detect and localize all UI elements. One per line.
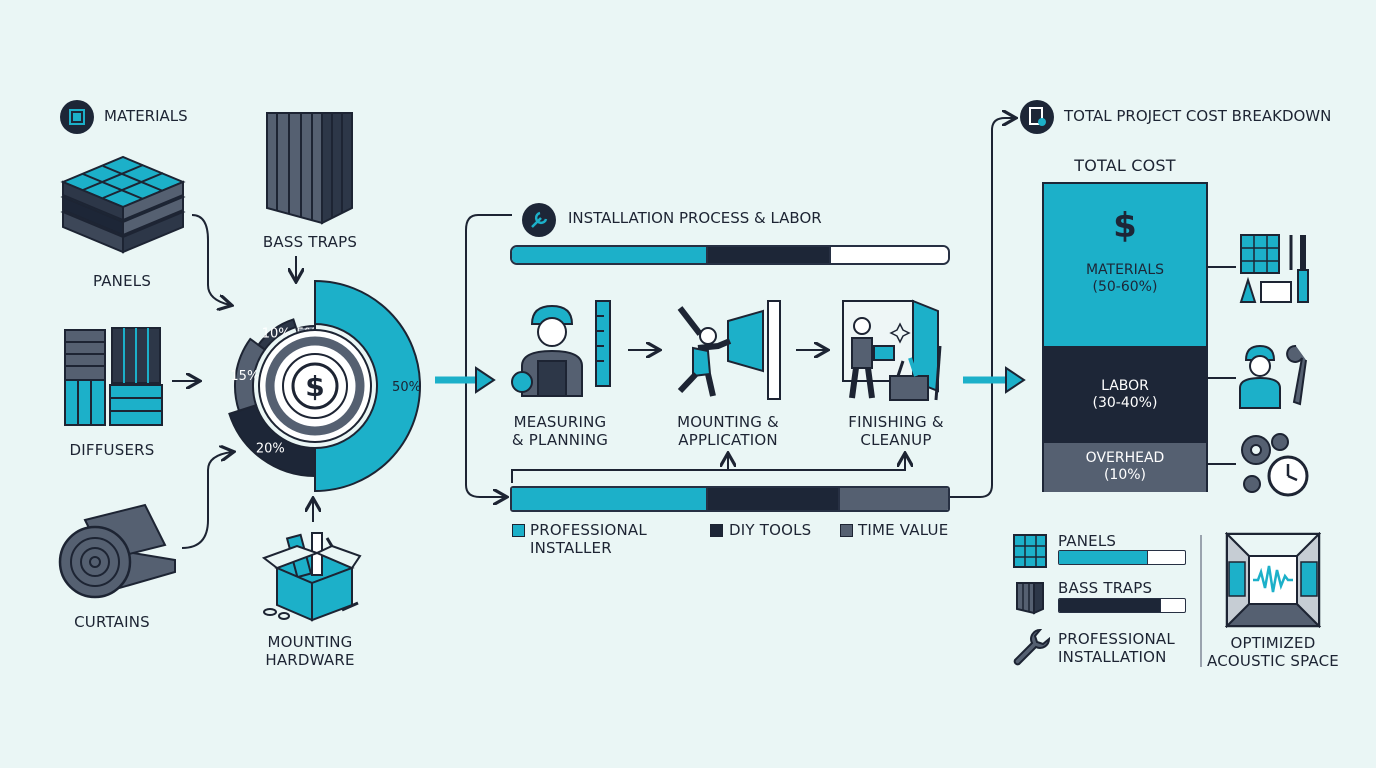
mini-bar-fill-1 bbox=[1059, 599, 1161, 612]
bottom-bar-segment-0 bbox=[512, 488, 709, 510]
breakdown-header: TOTAL PROJECT COST BREAKDOWN bbox=[1064, 107, 1332, 125]
optimized-acoustic-space-label: OPTIMIZED ACOUSTIC SPACE bbox=[1207, 634, 1339, 670]
mounting-hardware-icon bbox=[262, 532, 362, 622]
panels-icon bbox=[60, 155, 186, 254]
mounting-hardware-label: MOUNTING HARDWARE bbox=[265, 633, 355, 669]
top-bar-segment-2 bbox=[831, 247, 948, 263]
donut-slice-label-1: 20% bbox=[256, 441, 285, 456]
wrench-header-icon bbox=[522, 203, 556, 237]
mini-wrench-icon bbox=[1013, 628, 1051, 666]
donut-slice-0 bbox=[314, 279, 421, 493]
bottom-bar-segment-1 bbox=[708, 488, 840, 510]
donut-mid-ring bbox=[265, 336, 365, 436]
finishing-worker-icon bbox=[842, 299, 942, 401]
bass-traps-icon bbox=[266, 112, 353, 225]
materials-header: MATERIALS bbox=[104, 107, 188, 125]
document-header-icon bbox=[1020, 100, 1054, 134]
materials-header-icon bbox=[60, 100, 94, 134]
step-mounting-label: MOUNTING & APPLICATION bbox=[677, 413, 779, 449]
curtains-icon bbox=[58, 503, 176, 599]
top-bar-segment-0 bbox=[512, 247, 709, 263]
total-cost-segment-2: OVERHEAD (10%) bbox=[1044, 441, 1206, 492]
step-measuring-label: MEASURING & PLANNING bbox=[511, 413, 609, 449]
total-cost-title: TOTAL COST bbox=[1074, 156, 1176, 175]
mini-bass-traps-label: BASS TRAPS bbox=[1058, 579, 1153, 597]
materials-tools-icon bbox=[1239, 234, 1309, 303]
mounting-worker-icon bbox=[677, 300, 781, 400]
mini-professional-installation-label: PROFESSIONAL INSTALLATION bbox=[1058, 630, 1175, 666]
panels-label: PANELS bbox=[92, 272, 152, 290]
dollar-icon: $ bbox=[1113, 206, 1137, 246]
mini-panels-bar bbox=[1058, 550, 1186, 565]
top-bar-segment-1 bbox=[708, 247, 832, 263]
curtains-label: CURTAINS bbox=[74, 613, 150, 631]
labor-split-bar bbox=[510, 486, 950, 512]
measuring-worker-icon bbox=[511, 300, 611, 397]
total-cost-segment-1: LABOR (30-40%) bbox=[1044, 346, 1206, 443]
bass-traps-label: BASS TRAPS bbox=[262, 233, 358, 251]
overhead-gears-clock-icon bbox=[1241, 433, 1309, 497]
cost-donut-chart: 50%20%15%10%5%$ bbox=[228, 279, 421, 493]
donut-slice-label-2: 15% bbox=[230, 369, 259, 384]
mini-bar-fill-0 bbox=[1059, 551, 1149, 564]
total-cost-segment-label-2: OVERHEAD (10%) bbox=[1085, 449, 1165, 483]
step-finishing-label: FINISHING & CLEANUP bbox=[848, 413, 944, 449]
legend-time-value: TIME VALUE bbox=[858, 521, 949, 539]
total-cost-segment-label-0: MATERIALS (50-60%) bbox=[1085, 262, 1165, 295]
mini-panels-icon bbox=[1013, 534, 1047, 568]
diffusers-icon bbox=[64, 327, 163, 426]
total-cost-segment-0: $ MATERIALS (50-60%) bbox=[1044, 184, 1206, 346]
installation-progress-bar bbox=[510, 245, 950, 265]
donut-slice-3 bbox=[256, 318, 298, 351]
donut-slice-label-3: 10% bbox=[262, 327, 291, 342]
legend-swatch-professional bbox=[512, 524, 525, 537]
donut-slice-label-0: 50% bbox=[392, 380, 421, 395]
legend-swatch-time bbox=[840, 524, 853, 537]
legend-swatch-diy bbox=[710, 524, 723, 537]
bottom-bar-segment-2 bbox=[839, 488, 948, 510]
labor-worker-icon bbox=[1239, 344, 1307, 409]
installation-header: INSTALLATION PROCESS & LABOR bbox=[568, 209, 822, 227]
dollar-sign-glyph: $ bbox=[305, 370, 324, 403]
legend-professional-installer: PROFESSIONAL INSTALLER bbox=[530, 521, 647, 557]
column-side-connectors bbox=[1206, 266, 1236, 465]
mini-bass-traps-bar bbox=[1058, 598, 1186, 613]
divider-line bbox=[1200, 535, 1202, 667]
acoustic-room-icon bbox=[1225, 532, 1321, 628]
mini-bass-traps-icon bbox=[1016, 582, 1044, 615]
donut-slice-2 bbox=[234, 337, 267, 412]
mini-panels-label: PANELS bbox=[1058, 532, 1117, 550]
diffusers-label: DIFFUSERS bbox=[69, 441, 155, 459]
legend-diy-tools: DIY TOOLS bbox=[729, 521, 812, 539]
total-cost-column: $ MATERIALS (50-60%) LABOR (30-40%) OVERHEA… bbox=[1042, 182, 1208, 492]
total-cost-segment-label-1: LABOR (30-40%) bbox=[1092, 377, 1158, 411]
dollar-icon bbox=[291, 362, 339, 410]
donut-slice-1 bbox=[228, 403, 316, 478]
